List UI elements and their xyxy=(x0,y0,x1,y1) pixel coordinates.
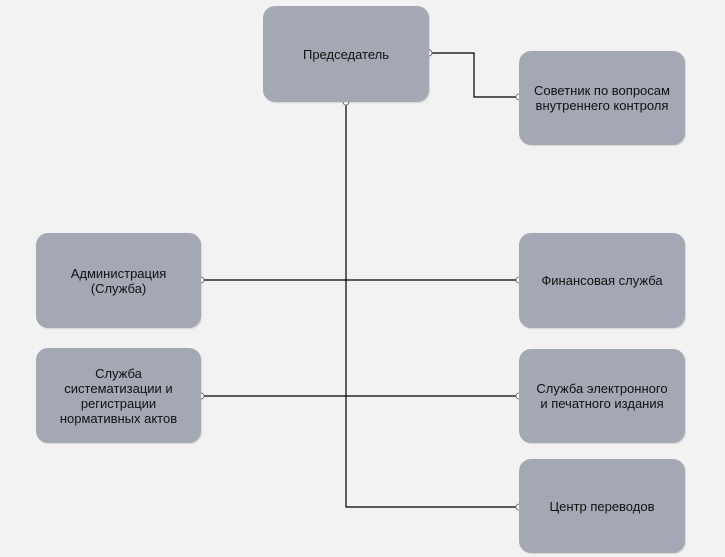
connector-chairman-advisor xyxy=(429,52,519,98)
node-publishing[interactable]: Служба электронного и печатного издания xyxy=(519,349,685,443)
node-translation[interactable]: Центр переводов xyxy=(519,459,685,553)
node-finance[interactable]: Финансовая служба xyxy=(519,233,685,328)
node-systematization[interactable]: Служба систематизации и регистрации норм… xyxy=(36,348,201,443)
connector-chairman-translation xyxy=(345,102,519,508)
node-advisor[interactable]: Советник по вопросам внутреннего контрол… xyxy=(519,51,685,145)
node-administration[interactable]: Администрация (Служба) xyxy=(36,233,201,328)
node-chairman[interactable]: Председатель xyxy=(263,6,429,102)
